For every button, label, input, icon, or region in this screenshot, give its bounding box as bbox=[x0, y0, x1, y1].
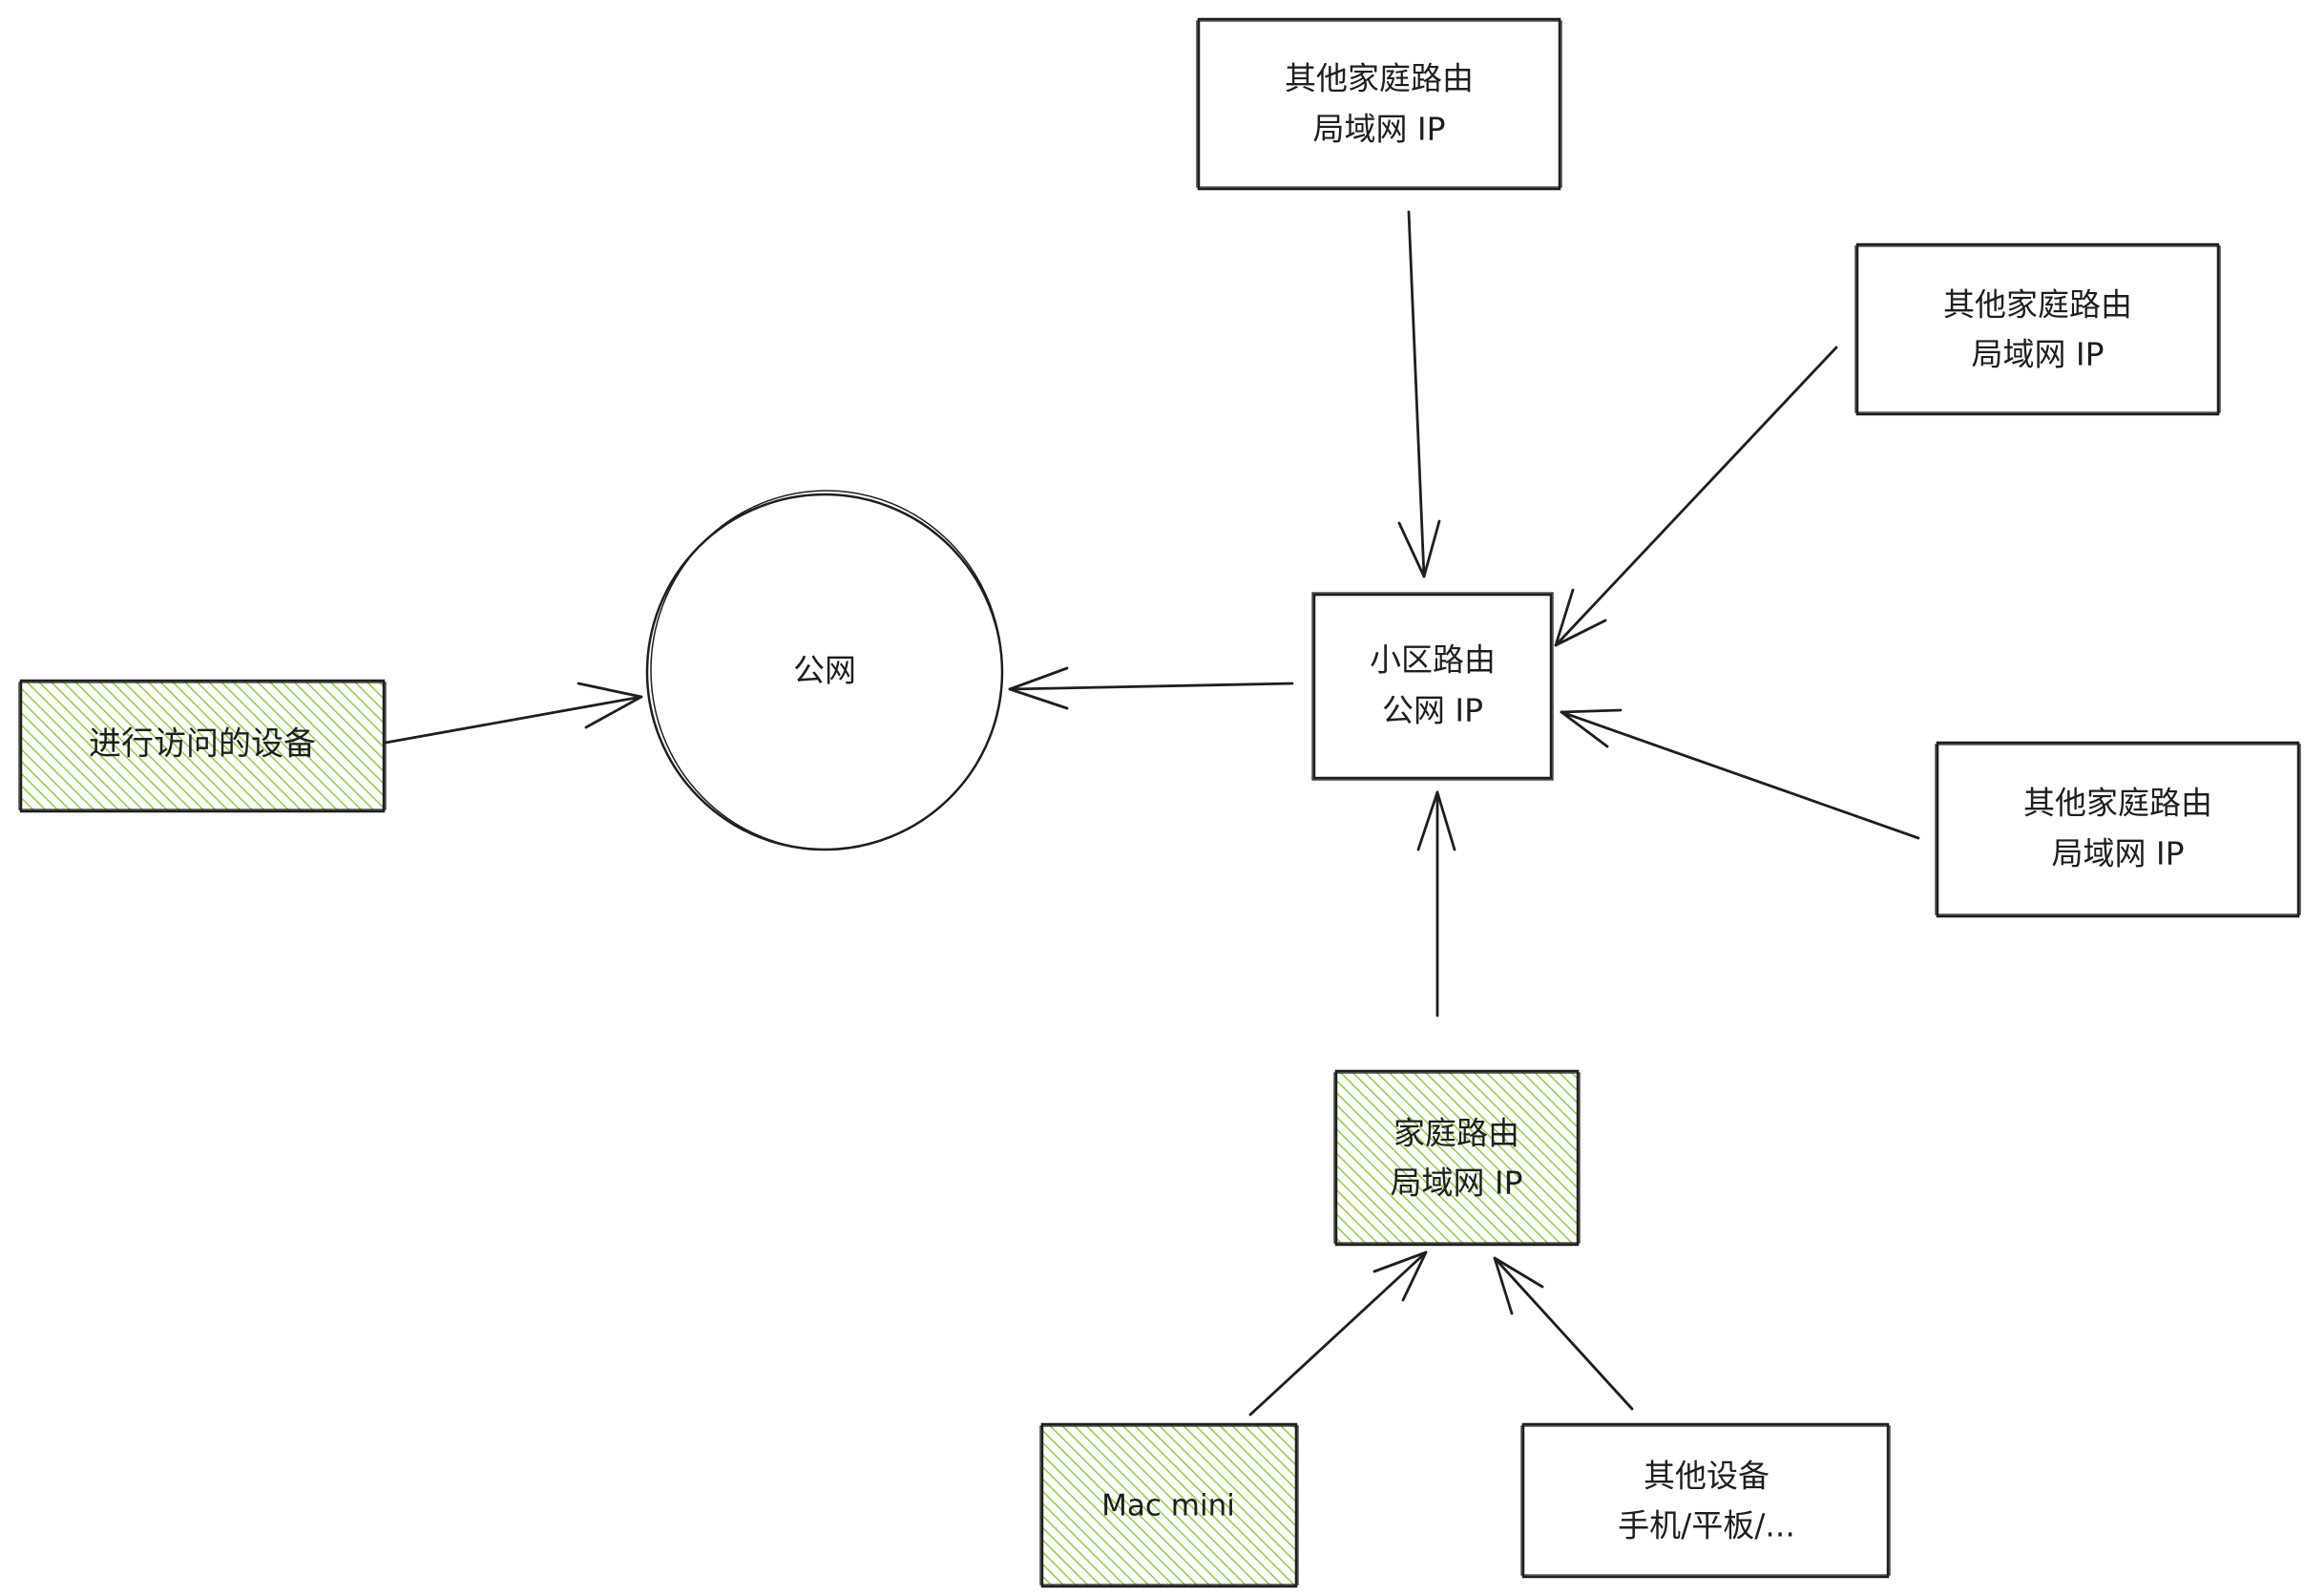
access-device-label: 进行访问的设备 bbox=[89, 725, 316, 764]
other-devices-node: 其他设备 手机/平板/... bbox=[1520, 1422, 1891, 1579]
arrow-community-to-public bbox=[1008, 666, 1294, 710]
other-home-router-right-top-line2: 局域网 IP bbox=[1971, 336, 2104, 373]
home-router-line2: 局域网 IP bbox=[1390, 1165, 1522, 1202]
mac-mini-node: Mac mini bbox=[1039, 1422, 1299, 1588]
other-home-router-top-line1: 其他家庭路由 bbox=[1285, 60, 1474, 97]
arrow-home-router-to-community bbox=[1416, 790, 1456, 1018]
home-router-node: 家庭路由 局域网 IP bbox=[1333, 1069, 1581, 1247]
public-network-label: 公网 bbox=[793, 652, 856, 689]
other-devices-line2: 手机/平板/... bbox=[1618, 1507, 1795, 1544]
other-home-router-top-node: 其他家庭路由 局域网 IP bbox=[1196, 17, 1562, 191]
arrow-right-bottom-router-to-community bbox=[1560, 708, 1920, 840]
public-network-node: 公网 bbox=[645, 490, 1004, 851]
other-home-router-right-bottom-line2: 局域网 IP bbox=[2051, 835, 2184, 872]
other-home-router-right-top-line1: 其他家庭路由 bbox=[1943, 286, 2132, 324]
arrow-access-to-public bbox=[384, 682, 643, 745]
arrow-other-devices-to-home-router bbox=[1493, 1256, 1634, 1411]
arrow-right-top-router-to-community bbox=[1554, 346, 1838, 647]
community-router-node: 小区路由 公网 IP bbox=[1311, 592, 1554, 781]
arrow-top-router-to-community bbox=[1397, 210, 1441, 578]
other-home-router-top-line2: 局域网 IP bbox=[1312, 111, 1445, 148]
mac-mini-label: Mac mini bbox=[1101, 1489, 1235, 1523]
community-router-line1: 小区路由 bbox=[1370, 641, 1496, 679]
other-home-router-right-bottom-line1: 其他家庭路由 bbox=[2023, 785, 2212, 822]
community-router-line2: 公网 IP bbox=[1382, 692, 1483, 729]
other-home-router-right-bottom-node: 其他家庭路由 局域网 IP bbox=[1935, 741, 2301, 918]
access-device-node: 进行访问的设备 bbox=[18, 679, 387, 813]
other-devices-line1: 其他设备 bbox=[1644, 1458, 1770, 1495]
other-home-router-right-top-node: 其他家庭路由 局域网 IP bbox=[1854, 242, 2221, 416]
arrow-mac-mini-to-home-router bbox=[1248, 1250, 1428, 1417]
home-router-line1: 家庭路由 bbox=[1393, 1115, 1519, 1152]
